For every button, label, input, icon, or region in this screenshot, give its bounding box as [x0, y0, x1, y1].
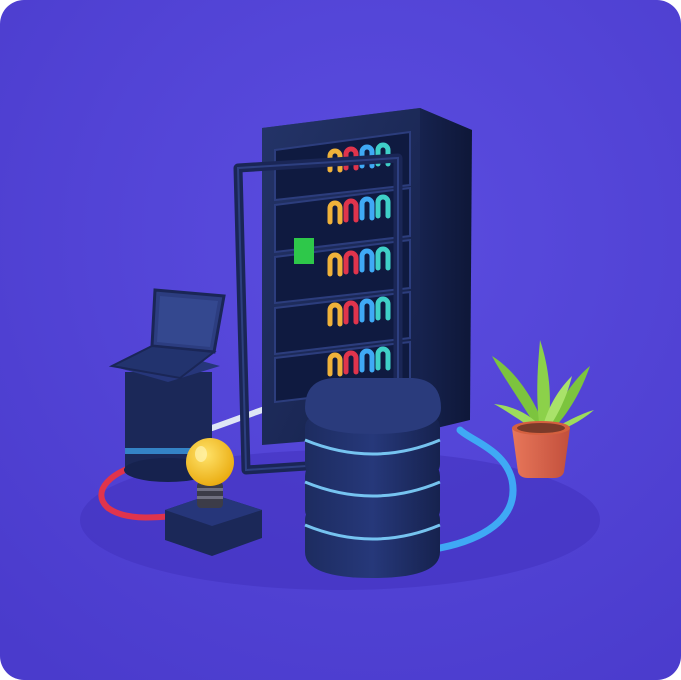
status-led [294, 238, 314, 264]
database-icon [304, 378, 441, 578]
plant-icon [492, 340, 594, 478]
red-cable [98, 459, 178, 521]
lightbulb-icon [165, 438, 262, 556]
blue-cable [436, 426, 517, 552]
laptop-icon [108, 288, 226, 380]
server-rack-icon [233, 108, 472, 475]
